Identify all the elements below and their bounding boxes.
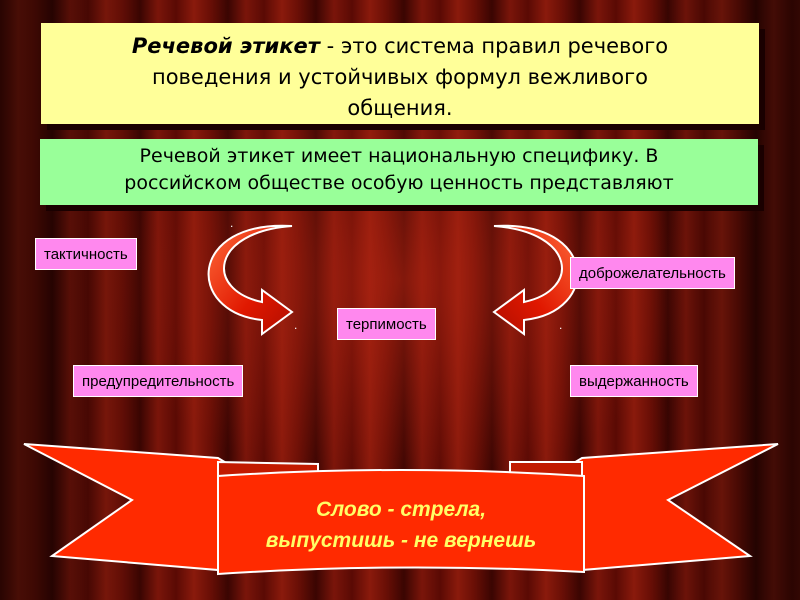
curved-arrow-left-icon (207, 224, 294, 336)
quality-tactfulness: тактичность (35, 238, 137, 270)
dot-marker: . (294, 318, 298, 332)
subtitle-line-1: Речевой этикет имеет национальную специф… (139, 145, 659, 167)
quality-courtesy: предупредительность (73, 365, 244, 397)
definition-line-2: поведения и устойчивых формул вежливого (151, 65, 649, 89)
subtitle-line-2: российском обществе особую ценность пред… (124, 172, 674, 194)
definition-rest: - это система правил речевого (319, 34, 669, 58)
proverb-line-2: выпустишь - не вернешь (265, 529, 537, 552)
ribbon-center-panel (217, 469, 585, 576)
subtitle-box: Речевой этикет имеет национальную специф… (40, 139, 758, 205)
ribbon-right-tail (560, 443, 779, 572)
definition-box: Речевой этикет - это система правил рече… (41, 23, 759, 124)
ribbon-left-tail (23, 443, 240, 572)
dot-marker: . (559, 318, 563, 332)
definition-term: Речевой этикет (131, 34, 320, 58)
dot-marker: . (230, 216, 234, 230)
quality-tolerance: терпимость (337, 308, 436, 340)
definition-line-1: Речевой этикет - это система правил рече… (41, 31, 759, 62)
proverb-line-1: Слово - стрела, (315, 498, 487, 521)
proverb: Слово - стрела, выпустишь - не вернешь (218, 494, 584, 556)
curved-arrow-right-icon (492, 224, 579, 336)
definition-line-3: общения. (347, 96, 453, 120)
quality-restraint: выдержанность (570, 365, 698, 397)
quality-benevolence: доброжелательность (570, 257, 735, 289)
